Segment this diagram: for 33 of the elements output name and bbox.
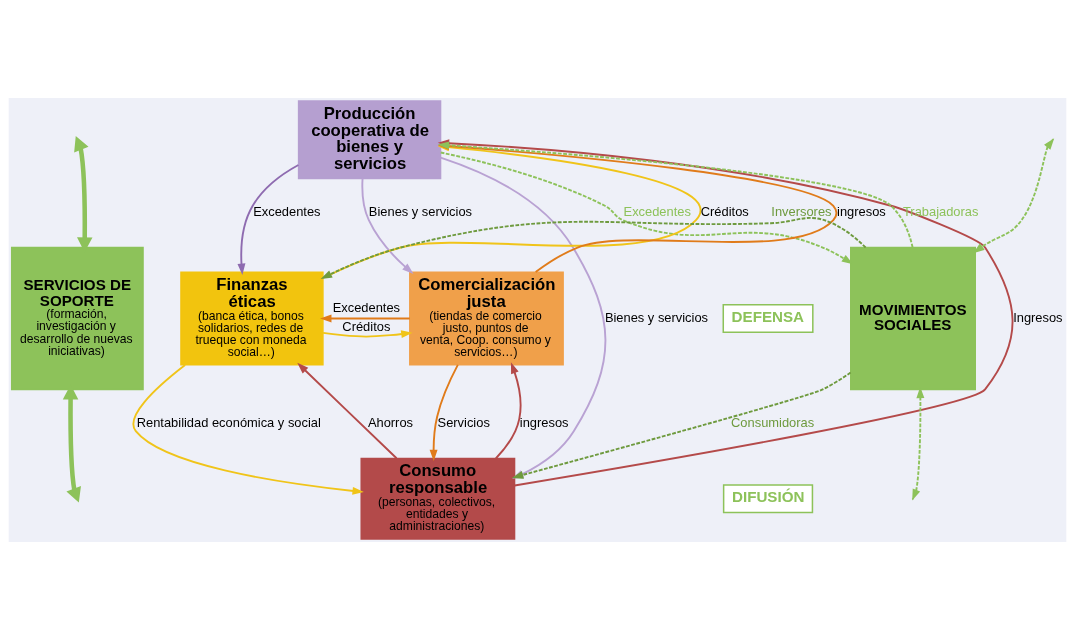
node-box: SERVICIOS DE SOPORTE (formación, investigación y desarrollo de nuevas iniciativas) [10,246,144,390]
arrow [297,362,398,459]
node-box: DIFUSIÓN [722,483,814,513]
node-box: DEFENSA [722,303,814,333]
arrow [320,216,867,279]
node-box: Finanzas éticas (banca ética, bonos solidarios, redes de trueque con moneda social…) [180,270,324,366]
edge-label: Trabajadoras [902,203,979,219]
edge-label: Excedentes [623,203,691,219]
arrow [322,329,413,338]
arrow [494,361,522,459]
edge-label: ingresos [837,203,886,219]
edge-label: Créditos [700,203,749,219]
edge-label: Ahorros [367,414,414,430]
edge-label: Ingresos [1013,309,1063,325]
arrow [237,163,300,275]
arrow [132,363,364,495]
arrow [361,177,414,274]
edge-label: Servicios [437,414,490,430]
edge-label: Inversores [771,203,832,219]
node-box: Comercialización justa (tiendas de comercio justo, puntos de venta, Coop. consumo y servicios…) [409,270,564,366]
node-box: Consumo responsable (personas, colectivos, entidades y administraciones) [360,457,516,540]
node-box: Producción cooperativa de bienes y servicios [297,99,442,179]
edge-label: Bienes y servicios [368,203,473,219]
edge-label: Excedentes [253,203,321,219]
edge-label: Bienes y servicios [604,309,709,325]
arrow [320,314,411,322]
arrow [429,363,459,461]
edge-label: Consumidoras [731,414,815,430]
edge-label: Excedentes [332,299,401,315]
edge-label: Rentabilidad económica y social [136,414,321,430]
node-box: MOVIMIENTOS SOCIALES [850,246,976,390]
edge-label: Créditos [342,318,391,334]
edge-label: ingresos [519,414,569,430]
